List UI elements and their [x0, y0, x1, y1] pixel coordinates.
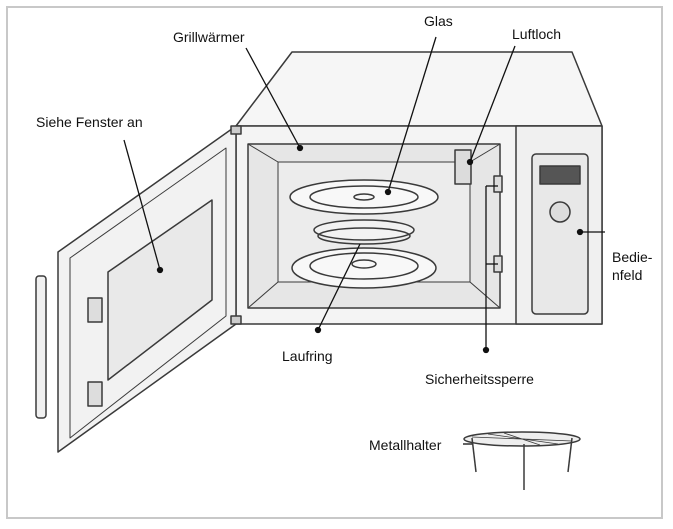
door-latch-bottom	[87, 381, 103, 407]
control-panel	[531, 153, 589, 315]
door-hinge-bottom	[230, 315, 242, 325]
label-laufring: Laufring	[282, 348, 333, 364]
control-knob	[549, 201, 571, 223]
glass-plate	[289, 179, 439, 215]
label-siehe-fenster-an: Siehe Fenster an	[36, 114, 143, 130]
label-luftloch: Luftloch	[512, 26, 562, 42]
air-vent	[454, 149, 472, 185]
door-hinge-top	[230, 125, 242, 135]
label-grillwaermer: Grillwärmer	[173, 29, 245, 45]
label-metallhalter: Metallhalter	[369, 437, 442, 453]
display	[539, 165, 581, 185]
door-handle	[35, 275, 47, 419]
door-window	[107, 199, 213, 381]
label-sicherheitssperre: Sicherheitssperre	[425, 371, 534, 387]
label-bedienfeld: Bedie- nfeld	[612, 249, 653, 283]
label-glas: Glas	[424, 13, 453, 29]
safety-latch-top	[493, 175, 503, 193]
door-latch-top	[87, 297, 103, 323]
roller-ring	[313, 219, 415, 241]
oven-top	[235, 51, 603, 127]
door-inner-edge	[69, 147, 227, 439]
